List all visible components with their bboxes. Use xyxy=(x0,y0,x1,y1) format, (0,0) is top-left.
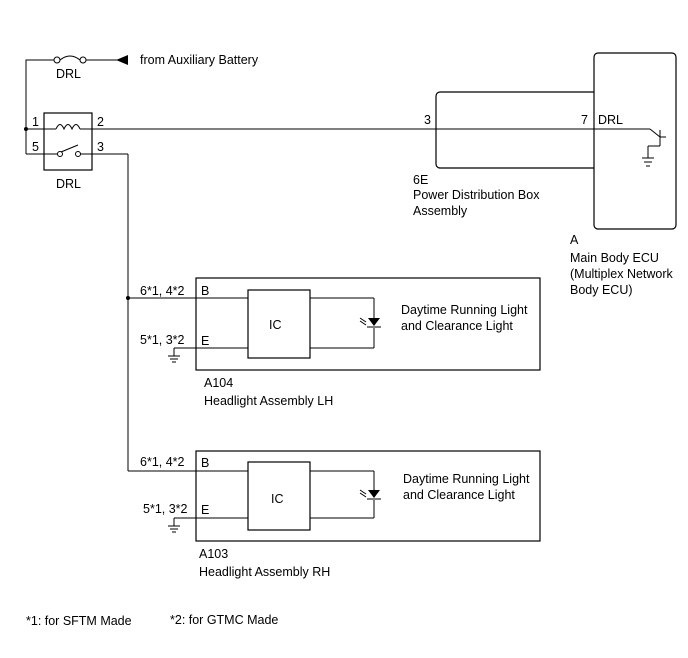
power-distribution-box xyxy=(435,91,614,169)
relay-label: DRL xyxy=(56,177,81,191)
lh-light-line2: and Clearance Light xyxy=(401,319,513,333)
lh-name: Headlight Assembly LH xyxy=(204,394,333,408)
pdb-pin: 3 xyxy=(424,113,431,127)
rh-code: A103 xyxy=(199,547,228,561)
pdb-code: 6E xyxy=(413,173,428,187)
led-icon xyxy=(359,317,381,328)
lh-light-line1: Daytime Running Light xyxy=(401,303,528,317)
ground-icon xyxy=(168,355,180,363)
ecu-name-line2: (Multiplex Network xyxy=(570,267,674,281)
footnote-1: *1: for SFTM Made xyxy=(26,614,132,628)
ecu-name-line3: Body ECU) xyxy=(570,283,633,297)
ecu-pin-label: DRL xyxy=(598,113,623,127)
battery-source-label: from Auxiliary Battery xyxy=(140,53,259,67)
headlight-assembly-rh xyxy=(128,450,541,542)
rh-ic-label: IC xyxy=(271,492,284,506)
drl-relay xyxy=(43,112,93,171)
rh-pin-b-num: 6*1, 4*2 xyxy=(140,455,185,469)
ic-chip xyxy=(247,289,311,359)
lh-pin-e-num: 5*1, 3*2 xyxy=(140,333,185,347)
rh-name: Headlight Assembly RH xyxy=(199,565,330,579)
arrow-left-icon xyxy=(116,55,128,65)
lh-pin-e: E xyxy=(201,334,209,348)
footnote-2: *2: for GTMC Made xyxy=(170,613,278,627)
relay-pin-5: 5 xyxy=(32,140,39,154)
relay-pin-2: 2 xyxy=(97,115,104,129)
pdb-name-line1: Power Distribution Box xyxy=(413,188,540,202)
pdb-name-line2: Assembly xyxy=(413,204,468,218)
relay-pin-3: 3 xyxy=(97,140,104,154)
main-body-ecu xyxy=(593,52,677,230)
headlight-assembly-lh xyxy=(128,277,541,371)
ecu-code: A xyxy=(570,233,579,247)
rh-light-line2: and Clearance Light xyxy=(403,488,515,502)
ecu-pin: 7 xyxy=(581,113,588,127)
relay-pin-1: 1 xyxy=(32,115,39,129)
lh-pin-b: B xyxy=(201,284,209,298)
fuse-label: DRL xyxy=(56,67,81,81)
ground-icon xyxy=(168,525,180,533)
junction-dot xyxy=(24,127,28,131)
ic-chip xyxy=(247,461,311,531)
rh-pin-b: B xyxy=(201,456,209,470)
lh-ic-label: IC xyxy=(269,318,282,332)
led-icon xyxy=(359,489,381,500)
transistor-icon xyxy=(647,128,666,158)
lh-pin-b-num: 6*1, 4*2 xyxy=(140,284,185,298)
rh-light-line1: Daytime Running Light xyxy=(403,472,530,486)
rh-pin-e: E xyxy=(201,503,209,517)
ecu-name-line1: Main Body ECU xyxy=(570,251,659,265)
ground-icon xyxy=(642,157,654,167)
rh-pin-e-num: 5*1, 3*2 xyxy=(143,502,188,516)
lh-code: A104 xyxy=(204,376,233,390)
